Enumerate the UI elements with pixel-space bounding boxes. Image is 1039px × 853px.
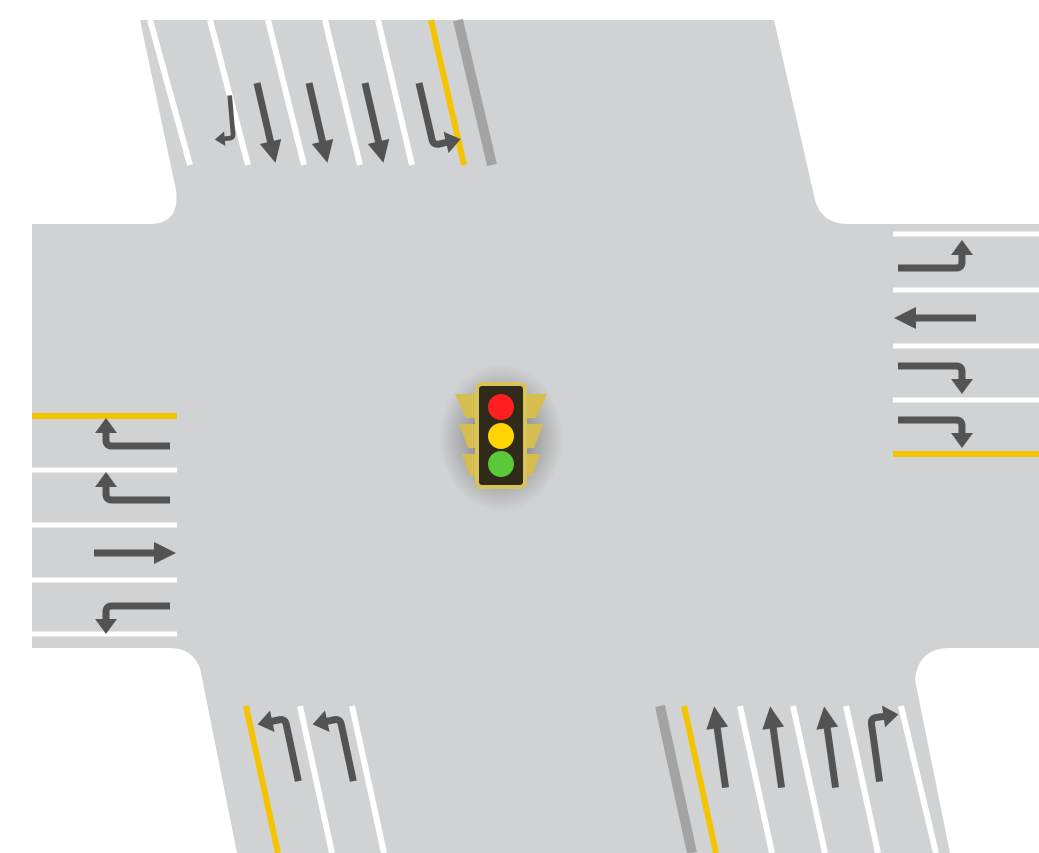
green-light: [488, 451, 514, 477]
traffic-light-icon: [439, 364, 563, 512]
north-curb-line: [453, 18, 497, 167]
south-left-center-line: [243, 705, 281, 853]
yellow-light: [488, 423, 514, 449]
south-right-lane-lines: [737, 705, 939, 853]
west-lane-lines: [32, 467, 177, 637]
south-right-center-line: [681, 705, 719, 853]
red-light: [488, 394, 514, 420]
north-lane-lines: [147, 19, 415, 166]
south-left-lane-lines: [297, 705, 387, 853]
east-lane-lines: [893, 231, 1039, 403]
south-right-curb-line: [655, 704, 697, 853]
traffic-light-visors: [455, 394, 547, 476]
